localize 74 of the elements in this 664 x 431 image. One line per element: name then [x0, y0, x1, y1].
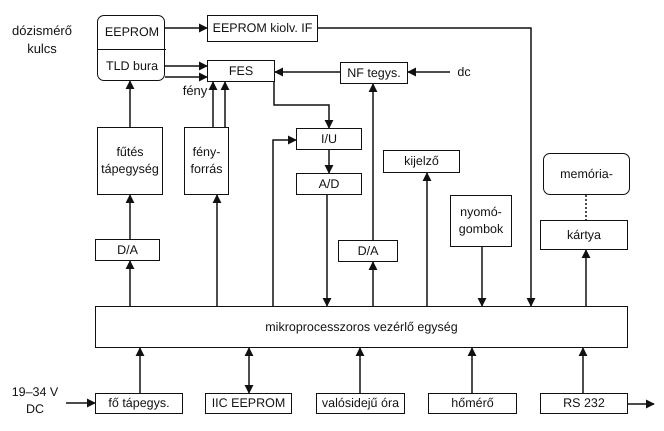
- arrow: [318, 27, 536, 307]
- arrow: [274, 68, 340, 76]
- box-label: EEPROM kiolv. IF: [212, 20, 312, 37]
- arrow: [165, 24, 208, 32]
- box-label: hőmérő: [451, 395, 494, 412]
- process-box: [95, 393, 183, 414]
- rounded-box: [97, 15, 165, 81]
- process-box: [450, 195, 512, 247]
- arrow: [468, 347, 476, 393]
- input-label: dc: [450, 62, 478, 82]
- arrow: [628, 400, 655, 408]
- box-label: mikroprocesszoros vezérlő egység: [265, 318, 458, 336]
- process-box: [540, 220, 628, 250]
- process-box: [340, 62, 408, 84]
- box-label: FES: [228, 62, 254, 80]
- process-box: [95, 239, 160, 261]
- box-label: TLD bura: [106, 58, 158, 74]
- side-label: dózismérő kulcs: [11, 22, 73, 58]
- arrow: [66, 398, 96, 408]
- box-label: I/U: [321, 130, 337, 148]
- arrow: [578, 347, 588, 393]
- box-label: D/A: [117, 242, 138, 258]
- box-label: fény- forrás: [190, 144, 224, 178]
- process-box: [95, 306, 628, 348]
- arrow: [478, 247, 486, 307]
- arrow: [368, 83, 378, 240]
- process-box: [338, 240, 398, 262]
- box-label: D/A: [358, 242, 378, 260]
- process-box: [428, 393, 517, 414]
- arrow: [126, 260, 134, 306]
- process-box: [296, 128, 362, 150]
- arrow: [407, 68, 450, 76]
- box-label: EEPROM: [104, 24, 160, 41]
- arrow: [582, 249, 590, 306]
- box-label: kártya: [566, 226, 602, 244]
- box-label: nyomó- gombok: [458, 204, 504, 238]
- arrow: [136, 347, 144, 393]
- arrow: [324, 150, 334, 174]
- process-box: [184, 127, 229, 195]
- arrow: [272, 136, 297, 306]
- box-label: A/D: [318, 176, 340, 192]
- arrow: [165, 72, 208, 82]
- arrow: [244, 347, 254, 394]
- rounded-box: [543, 153, 630, 195]
- arrow: [126, 80, 134, 127]
- arrow: [356, 347, 364, 393]
- process-box: [316, 393, 405, 414]
- arrow: [212, 194, 222, 306]
- arrow: [220, 81, 230, 127]
- arrow: [165, 62, 208, 70]
- box-label: RS 232: [563, 395, 605, 412]
- arrow: [126, 194, 134, 239]
- arrow: [208, 81, 218, 127]
- process-box: [205, 393, 292, 414]
- box-label: memória-: [560, 166, 613, 182]
- process-box: [97, 127, 163, 195]
- input-label: 19–34 V DC: [4, 381, 66, 421]
- box-label: fő tápegys.: [108, 395, 170, 412]
- box-label: NF tegys.: [347, 64, 401, 82]
- box-label: kijelző: [404, 153, 439, 170]
- arrow-label: fény: [182, 82, 208, 100]
- box-label: IIC EEPROM: [212, 395, 286, 412]
- arrow: [422, 172, 432, 306]
- box-label: fűtés tápegység: [101, 144, 159, 178]
- process-box: [207, 60, 275, 82]
- arrow: [322, 195, 332, 307]
- box-label: valósidejű óra: [322, 395, 400, 412]
- process-box: [207, 15, 318, 42]
- process-box: [383, 150, 460, 173]
- dotted-connector: [585, 195, 587, 220]
- process-box: [540, 393, 628, 414]
- process-box: [296, 173, 362, 195]
- arrow: [273, 82, 334, 129]
- arrow: [368, 261, 378, 306]
